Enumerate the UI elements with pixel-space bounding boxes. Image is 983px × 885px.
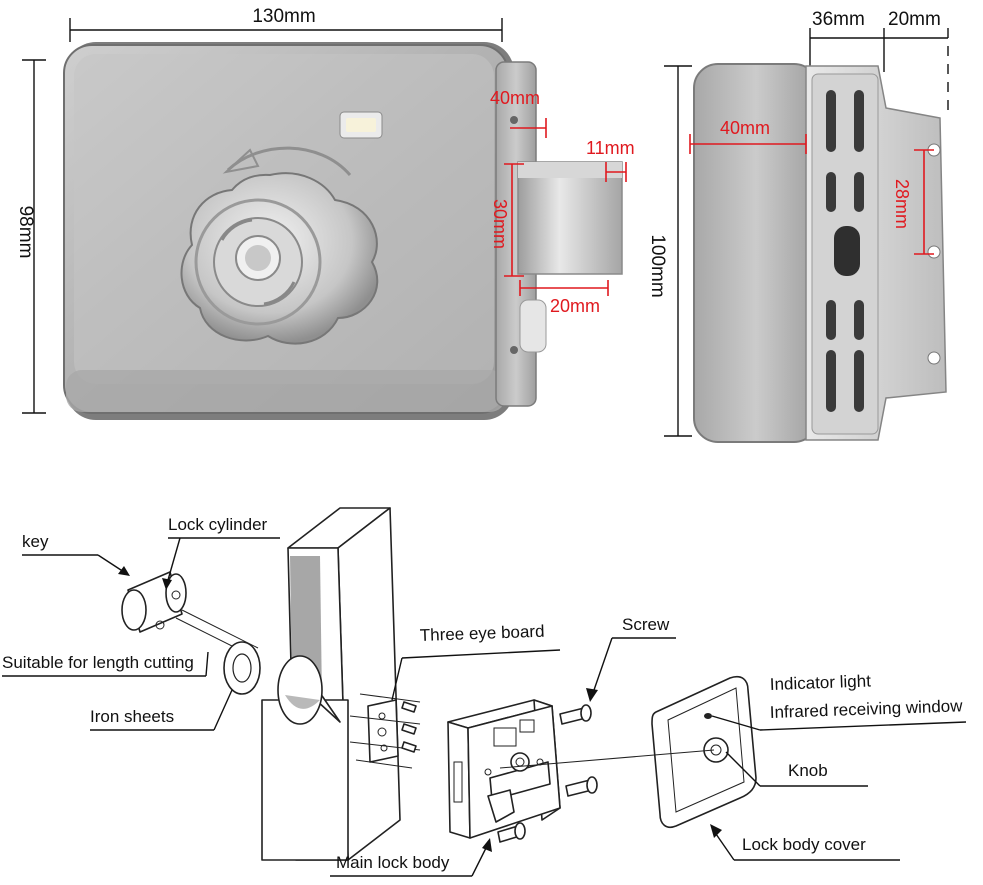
center-hole	[834, 226, 860, 276]
leader-three-eye-b	[391, 657, 403, 701]
leader-infrared-a	[711, 715, 761, 731]
indicator-light-dot	[704, 713, 712, 719]
flange-hole-2	[927, 245, 941, 259]
width-dim-label: 130mm	[252, 6, 315, 27]
label-three-eye-board: Three eye board	[419, 622, 544, 645]
lock-bolt-top	[518, 162, 622, 178]
cover-knob-icon	[703, 737, 729, 763]
lock-body-bottom-bevel	[66, 370, 506, 412]
slot-4	[854, 172, 864, 212]
slot-7	[826, 350, 836, 412]
three-eye-board	[367, 699, 399, 763]
slot-1	[826, 90, 836, 152]
leader-screw-b	[593, 637, 613, 691]
leader-iron-b	[213, 689, 233, 731]
iron-sheet-hole	[232, 653, 252, 683]
arrow-screw	[586, 688, 598, 702]
leader-knob-a	[725, 751, 761, 787]
side-view: 36mm 20mm 100mm 40mm 28mm	[647, 9, 949, 443]
label-knob: Knob	[788, 761, 828, 780]
bolt-depth-label: 20mm	[550, 296, 600, 316]
leader-body-b	[471, 847, 487, 877]
hole-spacing-label: 28mm	[892, 179, 912, 229]
flange-dim-label: 20mm	[888, 9, 941, 30]
bolt-width-label: 11mm	[586, 138, 635, 158]
main-lock-body-part	[447, 699, 561, 839]
arrow-body	[482, 838, 492, 852]
label-iron-sheets: Iron sheets	[90, 707, 174, 726]
label-key: key	[22, 532, 49, 551]
label-infrared-window: Infrared receiving window	[769, 696, 963, 722]
knob-front	[180, 172, 379, 345]
leader-cylinder-b	[167, 537, 181, 581]
side-screw-top	[510, 116, 518, 124]
rotate-arrow-head	[222, 148, 260, 174]
three-eye-hole-2	[377, 727, 387, 737]
bolt-height-label: 30mm	[490, 199, 510, 249]
slot-6	[854, 300, 864, 340]
door-hole	[277, 655, 323, 725]
leader-infrared-b	[759, 721, 967, 731]
side-latch	[519, 299, 547, 353]
slot-3	[826, 172, 836, 212]
slot-2	[854, 90, 864, 152]
side-height-dim-label: 100mm	[647, 234, 668, 297]
bolt-offset-label: 40mm	[490, 88, 540, 108]
assembly-axis	[499, 749, 715, 769]
depth-dim-label: 36mm	[812, 9, 865, 30]
lock-body-cover-part	[651, 675, 757, 829]
three-eye-hole-3	[380, 744, 388, 752]
leader-cover-b	[715, 833, 735, 861]
label-lock-body-cover: Lock body cover	[742, 835, 866, 854]
exploded-view: key Lock cylinder Suitable for length cu…	[2, 507, 967, 877]
height-dim-label: 98mm	[15, 206, 36, 259]
three-eye-hole-1	[378, 712, 386, 720]
side-screw-bottom	[510, 346, 518, 354]
small-screws	[401, 701, 417, 753]
door-hole-shade	[285, 695, 320, 709]
side-depth-label: 40mm	[720, 118, 770, 138]
arrow-cover	[710, 824, 722, 838]
arrow-key	[118, 566, 130, 576]
arrow-cylinder	[162, 578, 172, 590]
front-view: 130mm 98mm	[15, 6, 635, 420]
label-indicator-light: Indicator light	[769, 671, 871, 694]
screw-right	[565, 776, 598, 797]
rotate-arrow-icon	[226, 146, 352, 176]
label-lock-cylinder: Lock cylinder	[168, 515, 268, 534]
slot-5	[826, 300, 836, 340]
screw-bottom	[497, 822, 526, 843]
slot-8	[854, 350, 864, 412]
leader-length-b	[205, 651, 209, 677]
label-suitable-length: Suitable for length cutting	[2, 653, 194, 672]
leader-three-eye-a	[401, 649, 561, 659]
screw-top	[559, 704, 592, 725]
flange-hole-3	[927, 351, 941, 365]
label-screw: Screw	[622, 615, 670, 634]
leader-key-b	[97, 554, 125, 573]
indicator-light-icon	[346, 118, 376, 132]
label-main-lock-body: Main lock body	[336, 853, 450, 872]
